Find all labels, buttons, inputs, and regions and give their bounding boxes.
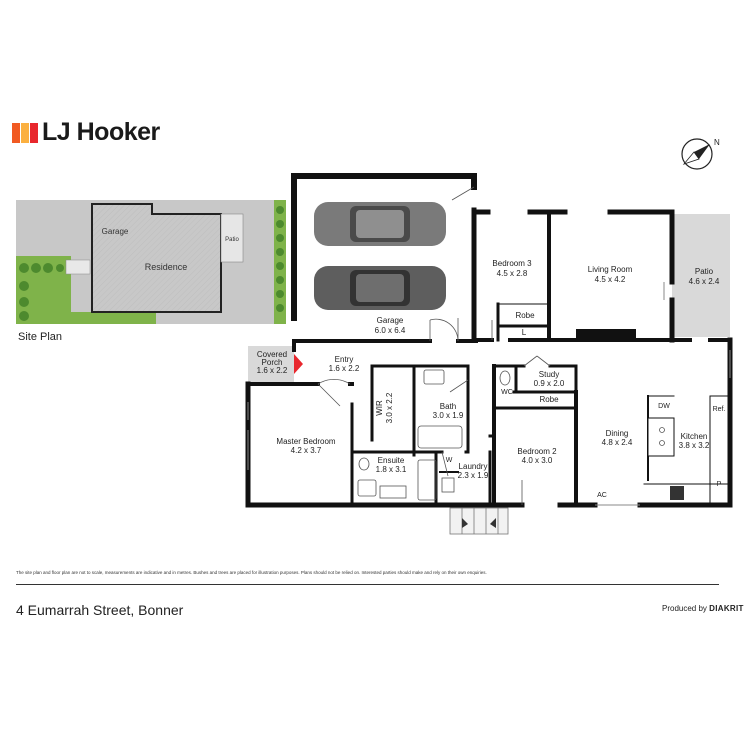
dining-size: 4.8 x 2.4: [601, 438, 633, 447]
car-top-icon: [314, 202, 446, 246]
living-size: 4.5 x 4.2: [594, 275, 626, 284]
garage-name: Garage: [376, 316, 404, 325]
kitchen-name: Kitchen: [680, 432, 708, 441]
compass-north-label: N: [714, 138, 720, 147]
entry-size: 1.6 x 2.2: [328, 364, 360, 373]
porch-name-1: Covered: [256, 350, 288, 359]
study-name: Study: [538, 370, 560, 379]
wir-label: WIR 3.0 x 2.2: [375, 388, 395, 428]
bath-size: 3.0 x 1.9: [432, 411, 464, 420]
bath-name: Bath: [439, 402, 457, 411]
wir-size: 3.0 x 2.2: [385, 392, 394, 424]
patio-name: Patio: [694, 267, 714, 276]
site-plan: Garage Residence Patio: [16, 200, 286, 324]
bedroom3-name: Bedroom 3: [492, 259, 532, 268]
entry-name: Entry: [334, 355, 354, 364]
master-size: 4.2 x 3.7: [290, 446, 322, 455]
garage-size: 6.0 x 6.4: [374, 326, 406, 335]
footer-divider: [16, 584, 719, 585]
kitchen-size: 3.8 x 3.2: [678, 441, 710, 450]
dining-name: Dining: [605, 429, 629, 438]
patio-size: 4.6 x 2.4: [688, 277, 720, 286]
ac-label: AC: [597, 492, 607, 499]
produced-by: Produced by DIAKRIT: [662, 604, 744, 613]
brand-name: LJ Hooker: [42, 118, 160, 146]
porch-name-2: Porch: [261, 358, 283, 367]
master-name: Master Bedroom: [276, 437, 336, 446]
ensuite-name: Ensuite: [377, 456, 405, 465]
porch-size: 1.6 x 2.2: [256, 366, 288, 375]
site-residence-label: Residence: [145, 262, 188, 272]
logo-mark-icon: [12, 123, 38, 143]
p-label: P: [716, 481, 722, 488]
produced-by-prefix: Produced by: [662, 604, 707, 613]
wc-label: WC: [501, 389, 513, 396]
site-plan-label: Site Plan: [18, 331, 63, 343]
bedroom2-size: 4.0 x 3.0: [521, 456, 553, 465]
entry-arrow-icon: [294, 354, 303, 374]
site-garage-label: Garage: [102, 227, 129, 236]
robe2-label: Robe: [539, 395, 559, 404]
living-name: Living Room: [587, 265, 633, 274]
study-size: 0.9 x 2.0: [533, 379, 565, 388]
bedroom2-name: Bedroom 2: [517, 447, 557, 456]
dw-label: DW: [658, 403, 670, 410]
produced-by-company: DIAKRIT: [709, 604, 744, 613]
compass-icon: N: [681, 138, 720, 170]
robe1-label: Robe: [515, 311, 535, 320]
ref-label: Ref.: [712, 406, 726, 413]
ensuite-size: 1.8 x 3.1: [375, 465, 407, 474]
site-patio-label: Patio: [225, 237, 239, 243]
car-bottom-icon: [314, 266, 446, 310]
wir-name: WIR: [375, 400, 384, 416]
property-address: 4 Eumarrah Street, Bonner: [16, 602, 184, 618]
laundry-name: Laundry: [458, 462, 488, 471]
bedroom3-size: 4.5 x 2.8: [496, 269, 528, 278]
w-label: W: [445, 457, 453, 464]
l-label: L: [521, 328, 527, 337]
laundry-size: 2.3 x 1.9: [457, 471, 489, 480]
disclaimer-text: The site plan and floor plan are not to …: [16, 570, 487, 575]
brand-logo: [12, 122, 40, 149]
